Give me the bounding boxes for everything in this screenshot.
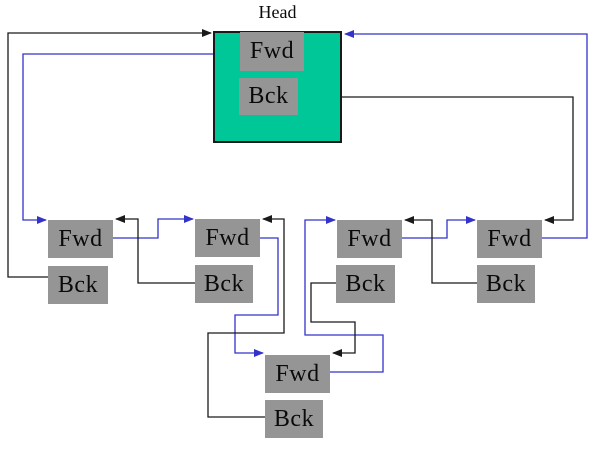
head-fwd-pointer-box: Fwd (240, 32, 304, 71)
edge-inserted-node.fwd-to-node-3 (304, 216, 384, 373)
node-3-fwd-pointer-box: Fwd (337, 220, 402, 258)
node-1-bck-pointer-box: Bck (48, 266, 108, 304)
node-2-bck-pointer-box: Bck (195, 265, 253, 303)
node-3-bck-pointer-box: Bck (336, 265, 395, 303)
edge-node-3.fwd-to-node-4 (402, 216, 476, 239)
edge-node-4.fwd-to-head (344, 30, 588, 239)
edge-head.fwd-to-node-1 (22, 53, 240, 224)
edge-node-2.bck-to-node-1 (115, 215, 195, 284)
node-4-bck-pointer-box: Bck (477, 265, 535, 303)
inserted-node-fwd-pointer-box: Fwd (265, 355, 330, 393)
edge-node-4.bck-to-node-3 (404, 216, 477, 284)
node-1-fwd-pointer-box: Fwd (48, 220, 113, 258)
edge-head.bck-to-node-4 (298, 96, 574, 224)
edge-inserted-node.bck-to-node-2 (207, 215, 285, 418)
head-bck-pointer-box: Bck (239, 78, 298, 115)
head-label: Head (258, 2, 297, 22)
node-2-fwd-pointer-box: Fwd (195, 219, 260, 257)
edge-node-1.fwd-to-node-2 (113, 215, 194, 239)
inserted-node-bck-pointer-box: Bck (265, 400, 323, 438)
edge-node-3.bck-to-inserted-node (310, 282, 356, 357)
edge-node-2.fwd-to-inserted-node (234, 237, 279, 357)
node-4-fwd-pointer-box: Fwd (477, 220, 542, 258)
edge-node-1.bck-to-head (7, 29, 212, 278)
